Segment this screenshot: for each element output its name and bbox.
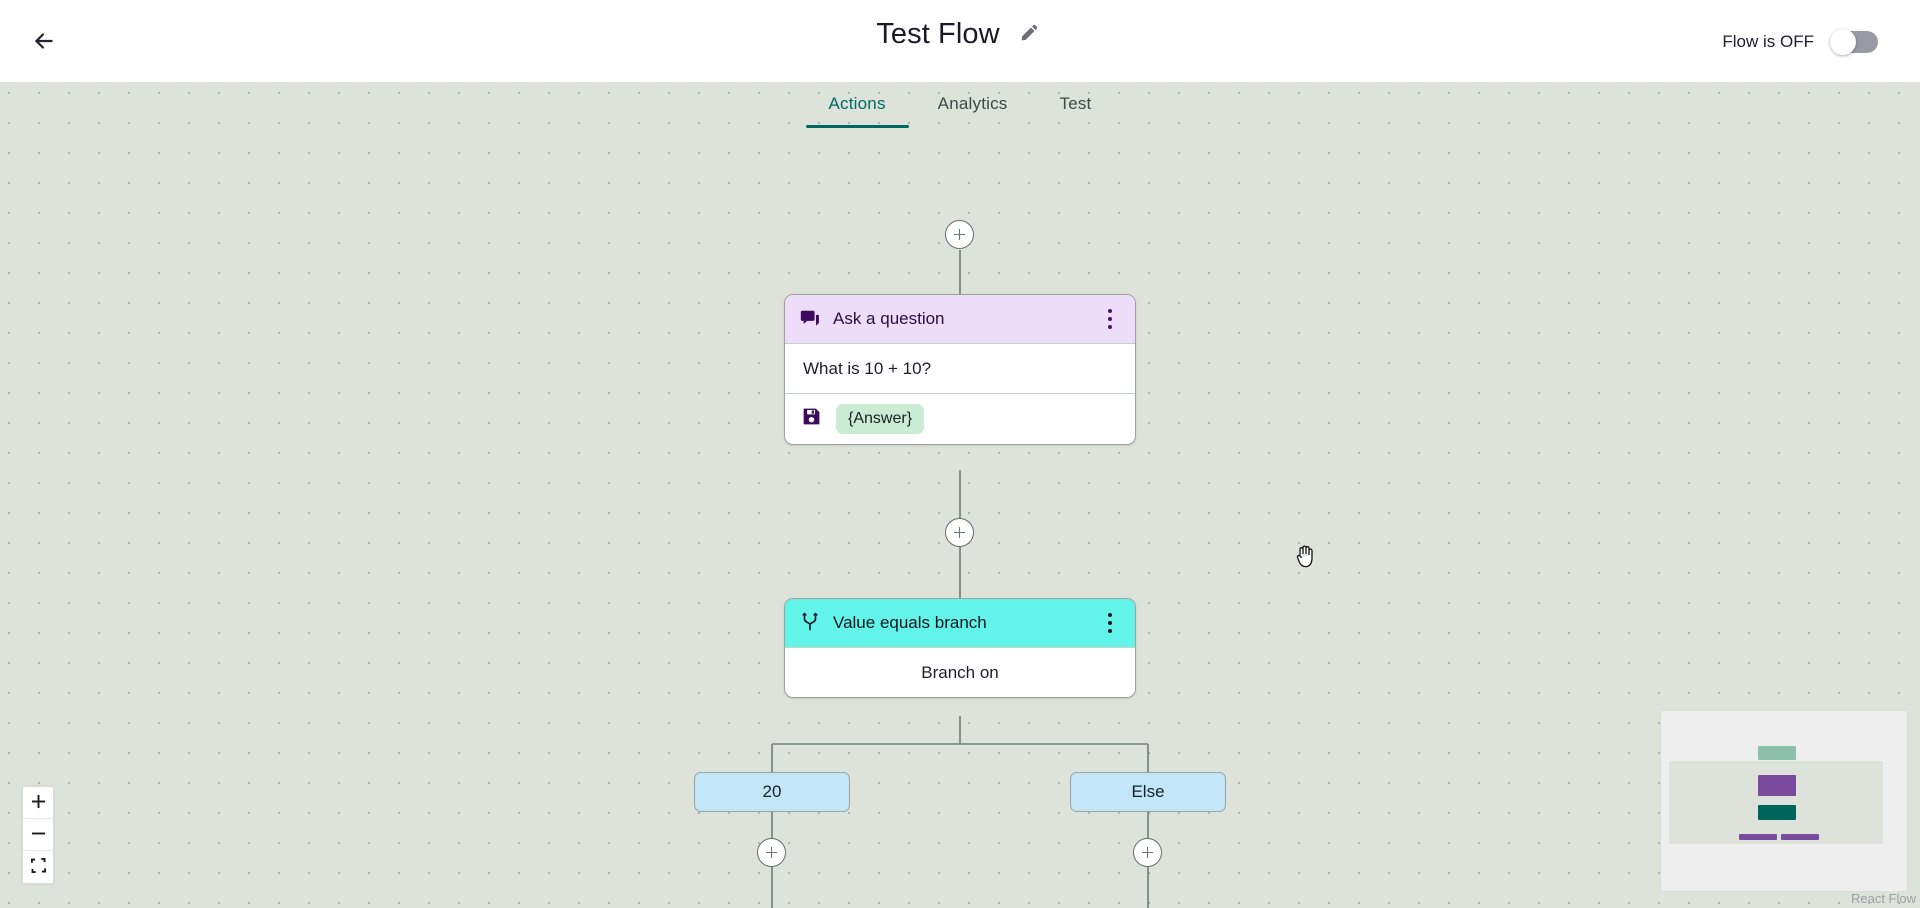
floppy-save-icon [801,406,822,432]
minus-icon [31,826,46,844]
zoom-out-button[interactable] [23,819,53,851]
node-value-equals-branch[interactable]: Value equals branch Branch on [784,598,1136,698]
add-node-top-button[interactable] [945,220,974,249]
answer-variable-chip[interactable]: {Answer} [836,404,925,434]
node-ask-a-question[interactable]: Ask a question What is 10 + 10? [784,294,1136,445]
fit-view-icon [30,858,46,876]
tab-actions[interactable]: Actions [803,82,912,128]
flow-canvas[interactable]: Ask a question What is 10 + 10? [0,82,1920,908]
toggle-knob [1830,29,1856,55]
fit-view-button[interactable] [23,851,53,883]
flow-state-label: Flow is OFF [1722,32,1814,51]
back-button[interactable] [24,22,64,62]
zoom-controls [22,786,54,884]
arrow-left-icon [31,28,57,57]
edge-layer [771,250,1149,908]
plus-icon [31,794,46,812]
add-node-middle-button[interactable] [945,518,974,547]
tab-analytics[interactable]: Analytics [912,82,1034,128]
react-flow-attribution[interactable]: React Flow [1850,891,1916,906]
branch-output-right[interactable]: Else [1070,772,1226,812]
node-save-variable-row: {Answer} [785,393,1135,444]
add-node-branch-right-button[interactable] [1133,838,1162,867]
node-branch-condition[interactable]: Branch on [785,647,1135,697]
edit-title-button[interactable] [1016,20,1044,48]
minimap-node-end-left [1739,834,1777,840]
minimap-node-branch [1758,775,1796,796]
minimap-viewport-mask [1669,761,1883,844]
node-title: Ask a question [833,309,945,328]
flow-enable-toggle[interactable] [1830,29,1878,55]
node-question-text[interactable]: What is 10 + 10? [785,343,1135,393]
kebab-menu-icon[interactable] [1099,304,1121,334]
tab-bar: Actions Analytics Test [0,82,1920,140]
tab-test[interactable]: Test [1034,82,1118,128]
node-header: Ask a question [785,295,1135,343]
chat-bubble-icon [799,308,821,330]
add-node-branch-left-button[interactable] [757,838,786,867]
minimap-node-output [1758,805,1796,820]
flow-state-group: Flow is OFF [1722,22,1878,62]
node-title: Value equals branch [833,613,987,632]
minimap[interactable] [1660,710,1908,892]
page-title: Test Flow [876,18,1000,50]
minimap-node-end-right [1781,834,1819,840]
branch-output-left[interactable]: 20 [694,772,850,812]
pencil-icon [1019,22,1040,46]
grab-hand-cursor [1295,544,1317,575]
flow-graph: Ask a question What is 10 + 10? [0,82,1920,908]
top-bar: Test Flow Flow is OFF [0,0,1920,82]
title-group: Test Flow [0,14,1920,54]
node-header: Value equals branch [785,599,1135,647]
zoom-in-button[interactable] [23,787,53,819]
branch-fork-icon [799,612,821,634]
kebab-menu-icon[interactable] [1099,608,1121,638]
minimap-node-question [1758,746,1796,760]
